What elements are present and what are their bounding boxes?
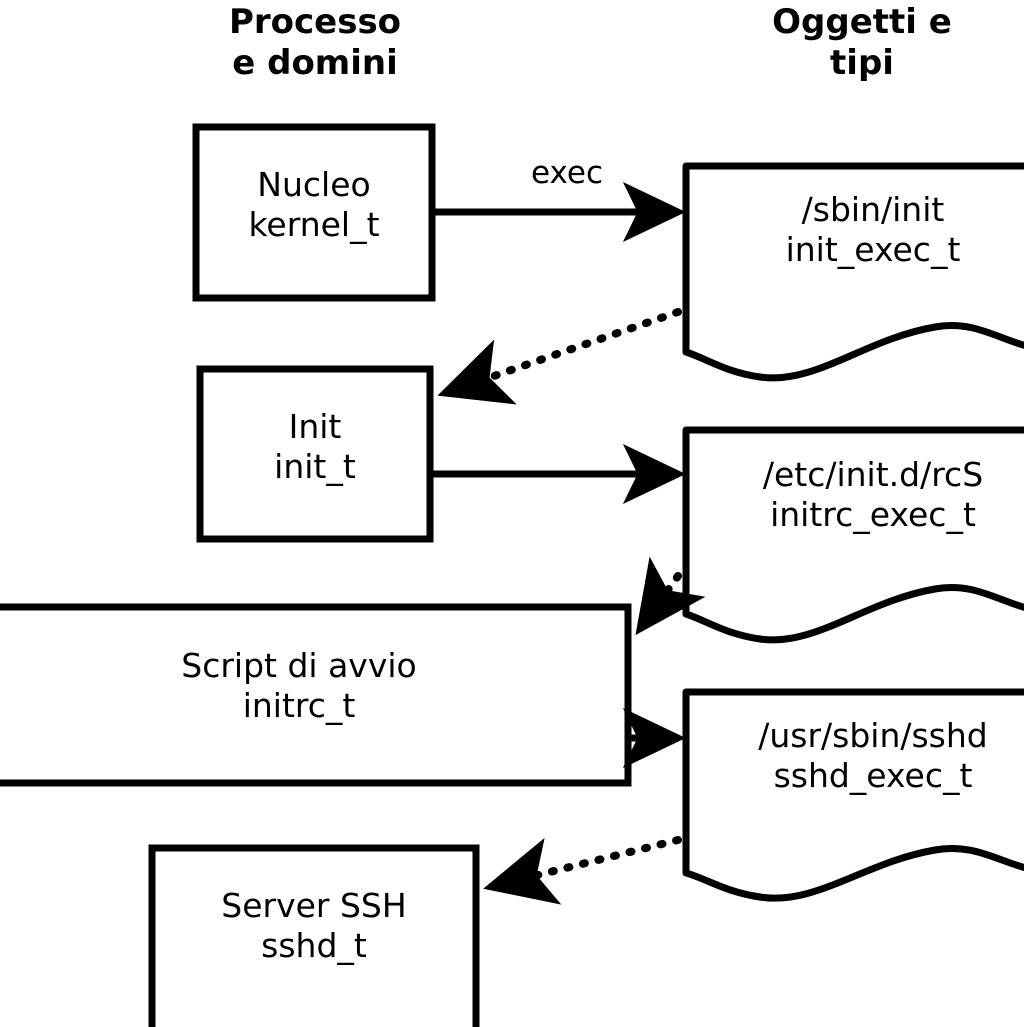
node-sshdexec-shape[interactable]	[682, 688, 1024, 902]
column-header-objects: Oggetti e tipi	[772, 2, 952, 84]
node-initexec-shape[interactable]	[682, 162, 1024, 382]
node-initrc-shape[interactable]	[0, 603, 632, 787]
column-header-processes: Processo e domini	[228, 2, 402, 84]
edge-label-exec: exec	[530, 155, 604, 191]
edge-sshdexec-to-sshd	[483, 836, 682, 905]
node-initrcexec-shape[interactable]	[682, 426, 1024, 644]
node-kernel-shape[interactable]	[192, 123, 436, 302]
node-sshd-shape[interactable]	[148, 844, 480, 1027]
edge-initrcexec-to-initrc	[635, 556, 706, 636]
edge-initexec-to-init	[437, 308, 682, 405]
node-init-shape[interactable]	[196, 365, 434, 543]
